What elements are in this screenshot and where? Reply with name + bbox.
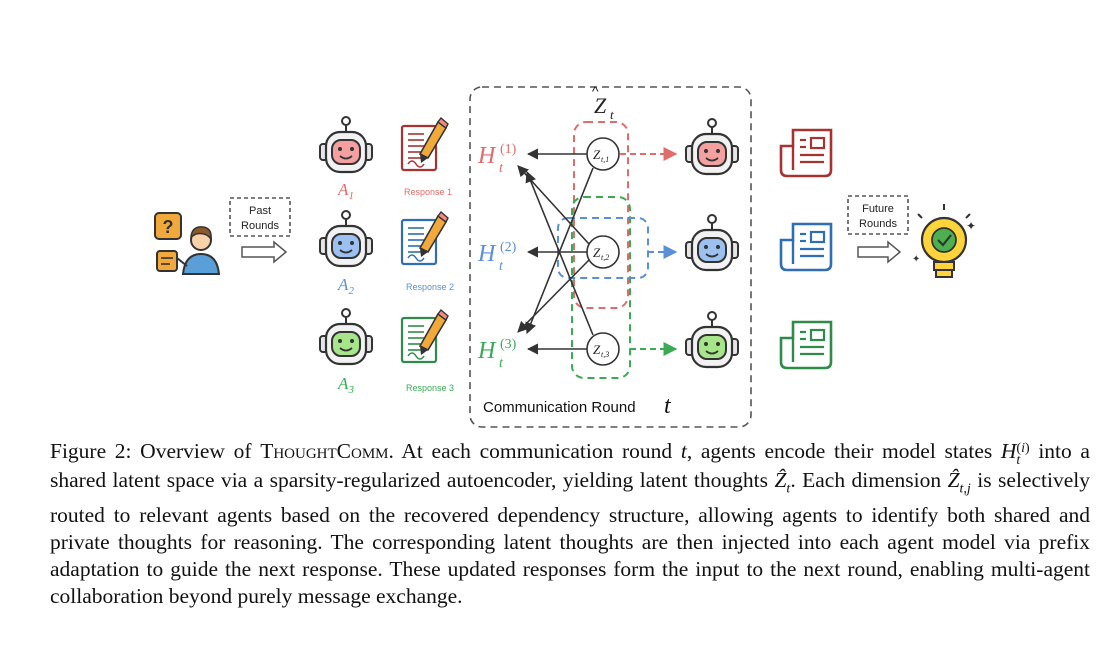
svg-text:?: ?: [163, 217, 174, 237]
caption-math-z: Ẑt: [774, 468, 791, 497]
svg-text:^: ^: [592, 83, 599, 99]
user-question-icon: ?: [154, 212, 221, 275]
communication-round-label: Communication Round: [483, 399, 636, 416]
future-rounds-label: Future: [862, 203, 894, 215]
svg-text:H: H: [477, 143, 497, 169]
svg-text:Z: Z: [593, 147, 601, 162]
future-rounds-box: [847, 195, 909, 235]
updated-response-icon: [779, 128, 833, 178]
agent-robot-icon: [319, 308, 373, 366]
svg-text:t: t: [610, 107, 614, 122]
svg-text:Z: Z: [593, 245, 601, 260]
svg-text:✦: ✦: [912, 254, 920, 265]
agent-robot-icon: [319, 210, 373, 268]
svg-text:H: H: [477, 338, 497, 364]
arrow-z2-h3: [517, 259, 590, 333]
past-rounds-label: Past: [249, 205, 271, 217]
response-document-icon: [400, 308, 449, 364]
agent-label-a2: A2: [337, 275, 354, 297]
svg-text:t: t: [499, 356, 504, 371]
arrow-z1-h3: [525, 167, 594, 335]
svg-text:t,3: t,3: [601, 350, 609, 359]
svg-text:(3): (3): [500, 337, 517, 352]
svg-text:t,2: t,2: [601, 253, 609, 262]
latent-thoughts-header: Z t ^: [592, 83, 614, 122]
response-2-label: Response 2: [406, 282, 454, 292]
svg-text:H: H: [477, 241, 497, 267]
latent-group-agent-1: [573, 121, 629, 309]
latent-node-z2: Z t,2: [586, 235, 620, 269]
caption-math-zij: Ẑt,j: [947, 468, 971, 497]
communication-round-box: [469, 86, 752, 428]
thoughtcomm-overview-figure: ? Past Rounds A1 A2 A3 Response 1 Respon…: [154, 83, 976, 428]
caption-math-h: H(i)t: [1000, 439, 1030, 468]
svg-text:(2): (2): [500, 240, 517, 255]
communication-round-var: t: [664, 393, 672, 419]
latent-group-agent-3: [571, 196, 631, 379]
svg-text:t: t: [499, 161, 504, 176]
future-rounds-arrow-icon: [857, 240, 902, 264]
svg-text:✦: ✦: [966, 219, 976, 233]
updated-response-icon: [779, 222, 833, 272]
lightbulb-check-icon: ✦ ✦: [912, 204, 976, 278]
svg-text:Z: Z: [593, 342, 601, 357]
caption-prefix: Figure 2: Overview of: [50, 439, 261, 463]
agent-robot-icon: [685, 311, 739, 369]
svg-text:Z: Z: [594, 93, 607, 118]
svg-text:t,1: t,1: [601, 155, 609, 164]
future-rounds-label: Rounds: [859, 218, 897, 230]
model-state-h3: H (3) t: [477, 337, 517, 371]
response-document-icon: [400, 210, 449, 266]
response-document-icon: [400, 116, 449, 172]
response-1-label: Response 1: [404, 187, 452, 197]
agent-label-a1: A1: [337, 180, 354, 202]
figure-caption: Figure 2: Overview of ThoughtComm. At ea…: [50, 439, 1090, 609]
caption-method-name: ThoughtComm: [260, 439, 389, 463]
model-state-h1: H (1) t: [477, 142, 517, 176]
model-state-h2: H (2) t: [477, 240, 517, 274]
past-rounds-arrow-icon: [241, 240, 288, 264]
latent-node-z3: Z t,3: [586, 332, 620, 366]
agent-robot-icon: [685, 118, 739, 176]
past-rounds-label: Rounds: [241, 220, 279, 232]
latent-node-z1: Z t,1: [586, 137, 620, 171]
agent-robot-icon: [319, 116, 373, 174]
updated-response-icon: [779, 320, 833, 370]
arrow-z3-h1: [525, 170, 594, 336]
agent-label-a3: A3: [337, 374, 354, 396]
svg-text:(1): (1): [500, 142, 517, 157]
past-rounds-box: [229, 197, 291, 237]
agent-robot-icon: [685, 214, 739, 272]
svg-text:t: t: [499, 259, 504, 274]
response-3-label: Response 3: [406, 383, 454, 393]
